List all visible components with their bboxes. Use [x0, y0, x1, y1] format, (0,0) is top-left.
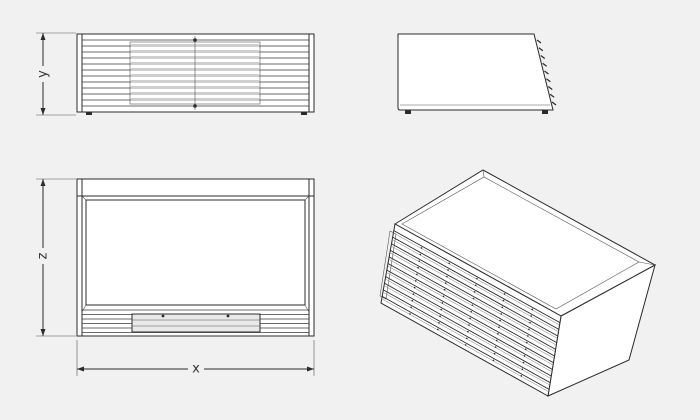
iso-slat-dot	[468, 324, 470, 326]
front-foot-left	[86, 112, 92, 115]
side-tab	[540, 55, 546, 59]
iso-view	[379, 169, 657, 397]
iso-slat-edge	[387, 263, 555, 357]
iso-slat-dot	[439, 315, 441, 317]
side-foot-left	[405, 110, 411, 114]
iso-slat-dot	[409, 313, 411, 315]
side-tab	[547, 86, 553, 90]
y-dimension-label: y	[36, 70, 51, 78]
iso-slat-dot	[464, 344, 467, 346]
side-tab	[549, 93, 555, 98]
iso-slat-dot	[493, 352, 496, 355]
iso-slat-dot	[444, 282, 447, 284]
iso-slat-dot	[524, 348, 527, 351]
iso-slat-dot	[467, 330, 469, 333]
iso-slat-edge	[381, 296, 550, 390]
iso-slat-dot	[525, 341, 528, 344]
top-casing	[76, 178, 315, 337]
iso-slat-dot	[437, 328, 439, 331]
iso-slat-edge	[385, 276, 553, 370]
iso-slat-dot	[417, 266, 419, 269]
side-view	[397, 33, 557, 114]
side-tab	[538, 47, 544, 52]
iso-slat-dot	[529, 321, 531, 324]
iso-slat-dot	[414, 280, 417, 282]
iso-slat-dot	[412, 293, 415, 295]
z-dimension-label: z	[36, 252, 51, 259]
iso-slat-dot	[470, 310, 473, 313]
iso-slat-dot	[446, 275, 448, 278]
iso-slat-dot	[527, 335, 529, 337]
iso-slat-edge	[393, 230, 561, 324]
x-dimension: x	[76, 340, 315, 377]
iso-slat-dot	[502, 299, 505, 302]
iso-slat-dot	[499, 319, 501, 322]
side-tab	[542, 62, 547, 67]
iso-slat-dot	[442, 295, 445, 298]
iso-slat-dot	[500, 313, 503, 315]
z-dimension: z	[34, 178, 76, 337]
iso-slat-dot	[418, 260, 421, 262]
x-dimension-label: x	[192, 362, 200, 377]
iso-slat-edge	[392, 236, 560, 330]
side-tab	[536, 39, 542, 44]
iso-slat-dot	[447, 269, 449, 271]
iso-slat-edge	[383, 289, 551, 384]
side-foot-right	[542, 110, 548, 114]
iso-slat-dot	[410, 306, 412, 309]
iso-slat-dot	[501, 306, 504, 309]
iso-slat-dot	[471, 304, 474, 306]
iso-slat-dot	[498, 326, 500, 328]
iso-slat-dot	[473, 291, 476, 293]
front-view: y	[34, 32, 315, 116]
iso-slat-dot	[469, 317, 471, 320]
iso-slat-dot	[530, 315, 532, 317]
iso-slat-dot	[411, 299, 414, 302]
iso-slat-dot	[438, 321, 440, 324]
iso-slat-dot	[474, 284, 477, 287]
side-tab	[546, 78, 551, 83]
iso-slat-dot	[523, 355, 526, 357]
iso-slat-dot	[497, 333, 499, 335]
y-dimension: y	[34, 32, 76, 116]
iso-slat-dot	[419, 253, 422, 256]
iso-slat-dot	[416, 273, 418, 276]
top-view: z x	[34, 178, 315, 377]
front-foot-right	[301, 112, 307, 115]
iso-slat-dot	[472, 297, 475, 300]
iso-slat-dot	[476, 277, 478, 280]
iso-slat-dot	[492, 359, 495, 362]
iso-slat-edge	[386, 269, 554, 364]
iso-slat-edge	[391, 243, 558, 337]
iso-louvre-slats	[381, 230, 561, 392]
iso-slat-dot	[413, 286, 416, 289]
side-louvre-tabs	[536, 39, 557, 106]
top-grille	[131, 313, 261, 333]
iso-slat-dot	[520, 375, 523, 377]
iso-slat-dot	[522, 361, 525, 364]
iso-slat-dot	[465, 337, 468, 340]
side-tab	[551, 101, 557, 106]
side-panel	[397, 33, 554, 111]
iso-slat-dot	[531, 308, 534, 311]
iso-slat-edge	[390, 249, 557, 344]
iso-slat-dot	[448, 262, 450, 265]
iso-slat-dot	[521, 368, 524, 370]
iso-slat-dot	[440, 308, 443, 311]
iso-slat-dot	[503, 293, 506, 295]
iso-slat-dot	[420, 247, 423, 249]
iso-slat-edge	[384, 282, 552, 377]
iso-slat-dot	[528, 328, 530, 331]
iso-slat-dot	[443, 288, 446, 291]
iso-slat-dot	[494, 346, 497, 348]
iso-slat-dot	[495, 339, 498, 342]
side-tab	[544, 70, 549, 75]
iso-slat-edge	[388, 256, 556, 350]
iso-slat-dot	[441, 302, 444, 304]
